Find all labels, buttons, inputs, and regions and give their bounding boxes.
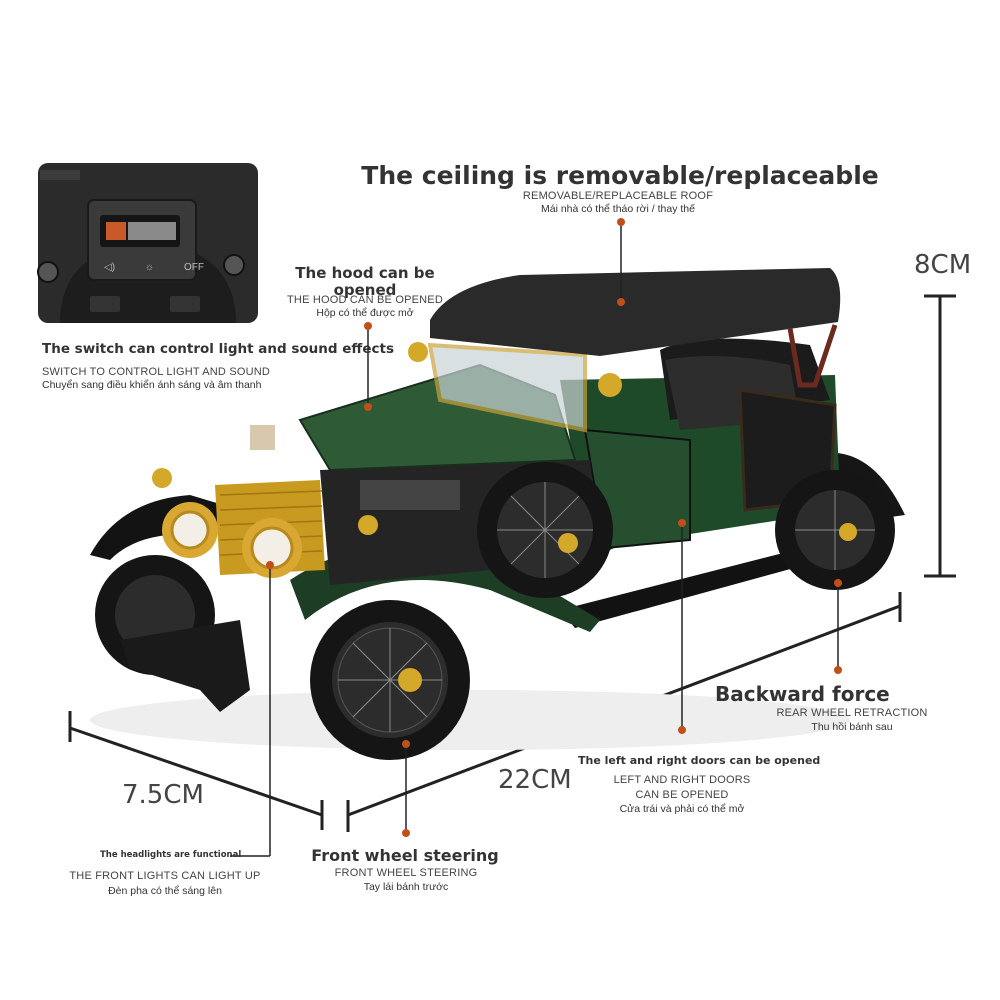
roof-title: The ceiling is removable/replaceable	[361, 161, 879, 190]
headlights-en: THE FRONT LIGHTS CAN LIGHT UP	[69, 870, 261, 882]
length-dimension: 22CM	[498, 765, 572, 795]
roof-vi: Mái nhà có thể tháo rời / thay thế	[541, 203, 695, 215]
hood-vi: Hộp có thể được mở	[316, 307, 414, 319]
switch-en: SWITCH TO CONTROL LIGHT AND SOUND	[42, 366, 271, 378]
backward-en: REAR WHEEL RETRACTION	[776, 707, 928, 719]
sound-icon: ◁)	[104, 262, 116, 273]
switch-title: The switch can control light and sound e…	[42, 341, 395, 357]
doors-en-line2: CAN BE OPENED	[635, 789, 729, 801]
doors-vi: Cửa trái và phải có thể mở	[619, 803, 745, 815]
steering-en: FRONT WHEEL STEERING	[334, 867, 478, 879]
backward-title: Backward force	[715, 682, 890, 706]
headlights-vi: Đèn pha có thể sáng lên	[108, 885, 222, 897]
light-icon: ☼	[144, 262, 155, 273]
hood-en: THE HOOD CAN BE OPENED	[287, 294, 443, 306]
doors-title: The left and right doors can be opened	[578, 754, 821, 767]
steering-vi: Tay lái bánh trước	[363, 881, 449, 893]
doors-en-line1: LEFT AND RIGHT DOORS	[613, 774, 751, 786]
switch-vi: Chuyển sang điều khiển ánh sáng và âm th…	[42, 379, 262, 391]
width-dimension: 7.5CM	[122, 780, 204, 810]
height-dimension: 8CM	[914, 250, 972, 280]
headlights-title: The headlights are functional	[100, 850, 242, 860]
roof-en: REMOVABLE/REPLACEABLE ROOF	[522, 190, 714, 202]
car-model	[90, 268, 905, 760]
switch-inset-photo	[37, 163, 258, 323]
off-label: OFF	[183, 262, 204, 273]
hood-title: The hood can be opened	[295, 264, 435, 299]
switch-labels: ◁) ☼ OFF	[104, 262, 204, 273]
steering-title: Front wheel steering	[311, 846, 499, 865]
backward-vi: Thu hồi bánh sau	[811, 721, 893, 733]
leader-lines	[230, 218, 842, 857]
